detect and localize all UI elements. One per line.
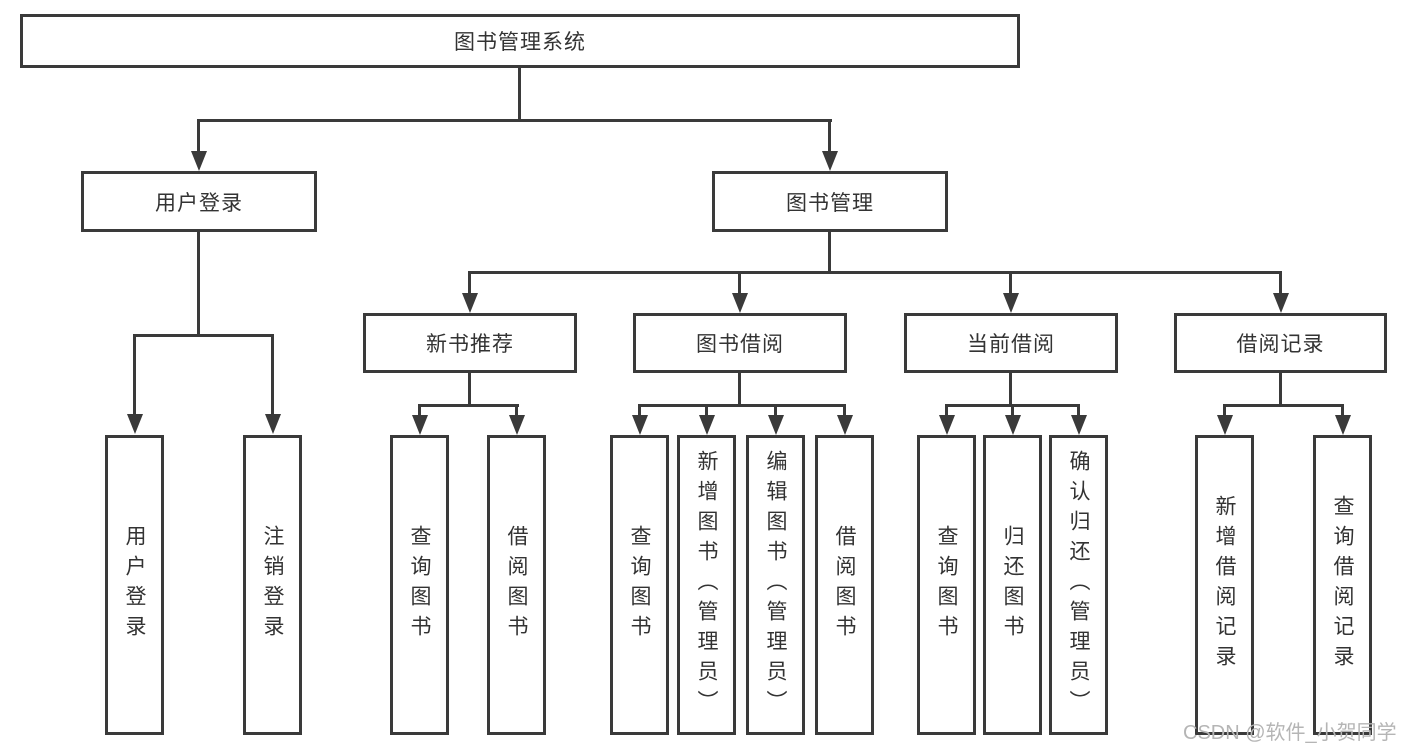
connector-arrow-leaf-user-login <box>126 334 143 434</box>
leaf-logout-label: 注销登录 <box>261 525 284 645</box>
connector-arrow-borrow-books-2 <box>836 404 853 435</box>
connector-arrow-current-borrow <box>1002 271 1019 313</box>
watermark: CSDN @软件_小贺同学 <box>1183 722 1397 744</box>
node-current-borrow-label: 当前借阅 <box>967 333 1055 356</box>
connector-new-book-bus <box>418 404 519 407</box>
leaf-user-login: 用户登录 <box>105 435 164 735</box>
leaf-confirm-return-admin: 确认归还（管理员） <box>1049 435 1108 735</box>
connector-arrow-query-books-3 <box>938 404 955 435</box>
connector-level2-bus <box>469 271 1282 274</box>
connector-arrow-book-borrow <box>731 271 748 313</box>
connector-arrow-leaf-logout <box>264 334 281 434</box>
leaf-add-book-admin: 新增图书（管理员） <box>677 435 736 735</box>
node-root: 图书管理系统 <box>20 14 1020 68</box>
connector-book-borrow-drop <box>738 373 741 407</box>
leaf-query-books-1: 查询图书 <box>390 435 449 735</box>
leaf-edit-book-admin-label: 编辑图书（管理员） <box>764 450 787 720</box>
connector-arrow-borrow-books-1 <box>508 404 525 435</box>
leaf-logout: 注销登录 <box>243 435 302 735</box>
leaf-query-books-1-label: 查询图书 <box>408 525 431 645</box>
connector-arrow-return-book <box>1004 404 1021 435</box>
leaf-add-borrow-record-label: 新增借阅记录 <box>1213 495 1236 675</box>
node-user-login: 用户登录 <box>81 171 317 232</box>
connector-borrow-records-bus <box>1223 404 1344 407</box>
node-current-borrow: 当前借阅 <box>904 313 1118 373</box>
leaf-borrow-books-1-label: 借阅图书 <box>505 525 528 645</box>
leaf-add-borrow-record: 新增借阅记录 <box>1195 435 1254 735</box>
leaf-return-book-label: 归还图书 <box>1001 525 1024 645</box>
leaf-confirm-return-admin-label: 确认归还（管理员） <box>1067 450 1090 720</box>
node-borrow-records-label: 借阅记录 <box>1236 333 1325 356</box>
connector-arrow-user-login <box>190 119 207 171</box>
connector-arrow-edit-book <box>767 404 784 435</box>
connector-book-management-drop <box>828 232 831 274</box>
connector-arrow-new-book-recommend <box>461 271 478 313</box>
connector-user-login-drop <box>197 232 200 336</box>
node-new-book-recommend: 新书推荐 <box>363 313 577 373</box>
leaf-query-books-2-label: 查询图书 <box>628 525 651 645</box>
leaf-borrow-books-2: 借阅图书 <box>815 435 874 735</box>
node-book-management: 图书管理 <box>712 171 948 232</box>
leaf-query-borrow-record: 查询借阅记录 <box>1313 435 1372 735</box>
connector-root-drop <box>518 67 521 121</box>
leaf-query-borrow-record-label: 查询借阅记录 <box>1331 495 1354 675</box>
connector-user-login-bus <box>133 334 274 337</box>
leaf-query-books-3-label: 查询图书 <box>935 525 958 645</box>
leaf-add-book-admin-label: 新增图书（管理员） <box>695 450 718 720</box>
leaf-borrow-books-1: 借阅图书 <box>487 435 546 735</box>
leaf-user-login-label: 用户登录 <box>123 525 146 645</box>
node-new-book-recommend-label: 新书推荐 <box>426 333 514 356</box>
connector-arrow-book-management <box>821 119 838 171</box>
leaf-query-books-3: 查询图书 <box>917 435 976 735</box>
node-book-borrow-label: 图书借阅 <box>696 333 784 356</box>
connector-current-borrow-drop <box>1009 373 1012 407</box>
connector-arrow-query-books-2 <box>631 404 648 435</box>
connector-new-book-drop <box>468 373 471 407</box>
connector-arrow-add-book <box>698 404 715 435</box>
leaf-return-book: 归还图书 <box>983 435 1042 735</box>
connector-arrow-confirm-return <box>1070 404 1087 435</box>
node-user-login-label: 用户登录 <box>155 191 243 215</box>
leaf-query-books-2: 查询图书 <box>610 435 669 735</box>
connector-arrow-query-record <box>1334 404 1351 435</box>
leaf-borrow-books-2-label: 借阅图书 <box>833 525 856 645</box>
connector-arrow-borrow-records <box>1272 271 1289 313</box>
node-root-label: 图书管理系统 <box>454 31 586 54</box>
leaf-edit-book-admin: 编辑图书（管理员） <box>746 435 805 735</box>
node-borrow-records: 借阅记录 <box>1174 313 1387 373</box>
node-book-management-label: 图书管理 <box>786 191 874 215</box>
connector-borrow-records-drop <box>1279 373 1282 407</box>
connector-arrow-add-record <box>1216 404 1233 435</box>
connector-book-borrow-bus <box>638 404 846 407</box>
connector-arrow-query-books-1 <box>411 404 428 435</box>
connector-level1-bus <box>198 119 832 122</box>
node-book-borrow: 图书借阅 <box>633 313 847 373</box>
